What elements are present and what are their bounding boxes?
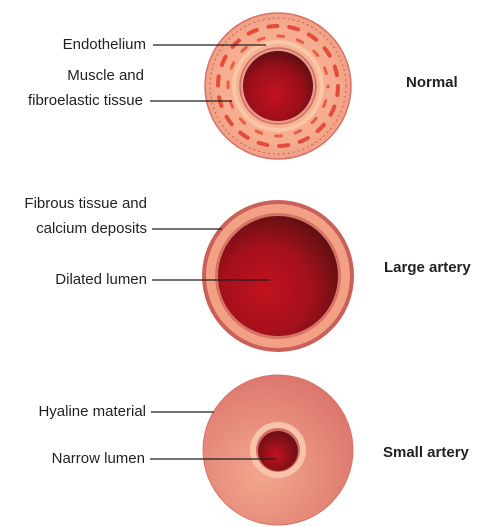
normal-lumen (243, 51, 313, 121)
large-dilated-lumen (218, 216, 338, 336)
small-artery (150, 375, 353, 525)
label-hyaline-material: Hyaline material (38, 403, 146, 421)
small-narrow-lumen (258, 431, 298, 471)
normal-artery (150, 13, 351, 159)
label-dilated-lumen: Dilated lumen (55, 271, 147, 289)
label-endothelium: Endothelium (63, 36, 146, 54)
title-normal: Normal (406, 74, 458, 91)
label-fibrous-line1: Fibrous tissue and (24, 195, 147, 213)
label-muscle-line2: fibroelastic tissue (28, 92, 143, 110)
label-muscle-line1: Muscle and (67, 67, 144, 85)
label-fibrous-line2: calcium deposits (36, 220, 147, 238)
large-artery (152, 200, 354, 352)
title-large-artery: Large artery (384, 259, 471, 276)
label-narrow-lumen: Narrow lumen (52, 450, 145, 468)
title-small-artery: Small artery (383, 444, 469, 461)
